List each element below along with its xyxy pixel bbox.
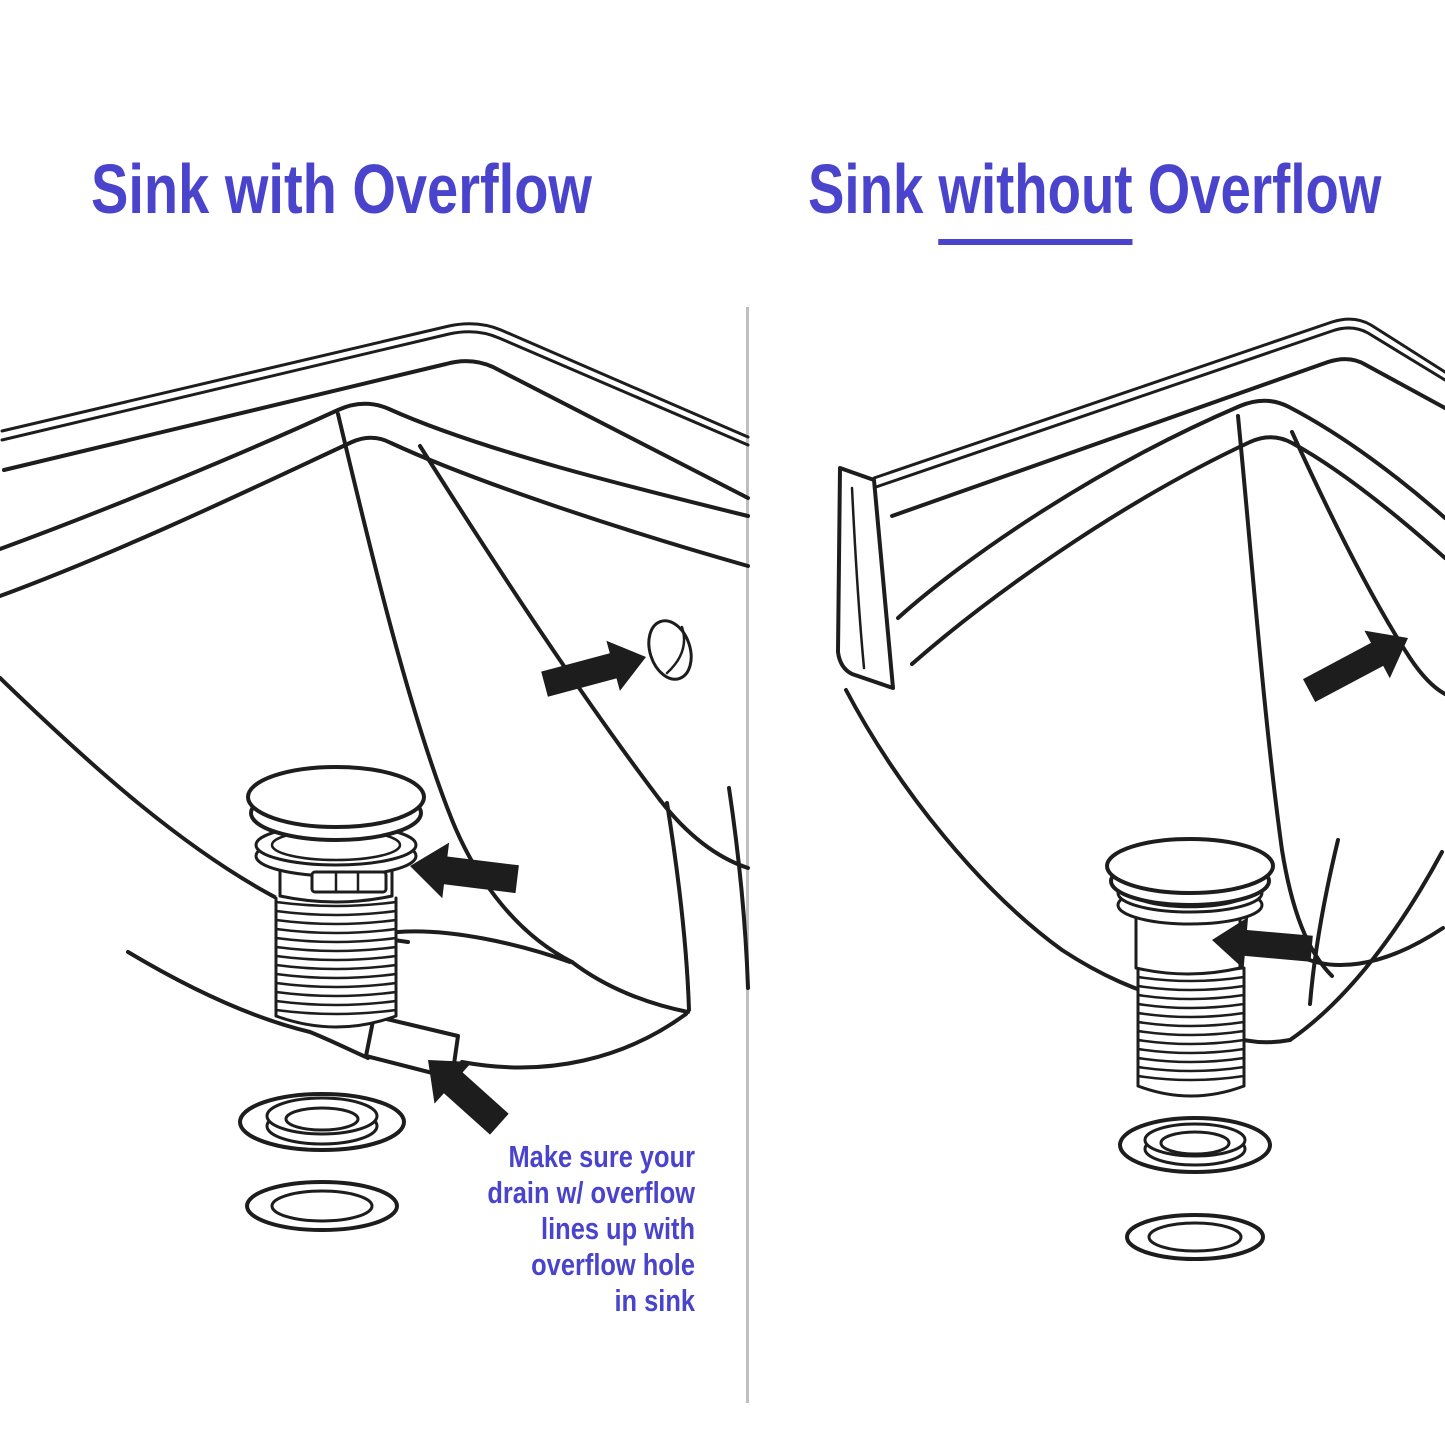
- washer-hole: [1147, 1221, 1243, 1253]
- slab-side-bottom-edge: [890, 357, 1445, 518]
- flat-washer: [1125, 1213, 1265, 1261]
- slab-top-edge-inner: [874, 326, 1445, 489]
- right-panel-title: Sink without Overflow: [808, 150, 1381, 245]
- basin-left-wall: [844, 688, 1177, 1002]
- basin-rim-outer: [0, 401, 750, 551]
- neck-backing: [1136, 908, 1240, 974]
- flat-washer: [245, 1180, 399, 1232]
- sink-without-overflow-drawing: [836, 317, 1445, 1261]
- basin-rim-inner: [910, 435, 1445, 666]
- drain-assembly-no-overflow: [1105, 837, 1275, 1098]
- right-title-prefix: Sink: [808, 150, 939, 228]
- pedestal-edge-right: [727, 786, 750, 990]
- mounting-gasket: [1118, 1116, 1272, 1174]
- slab-top-edge-inner: [0, 330, 750, 447]
- floor-front-left-edge: [126, 950, 370, 1060]
- drain-cap: [246, 765, 426, 829]
- bowl-pocket-line: [1308, 838, 1340, 1006]
- overflow-hole: [647, 619, 693, 681]
- washer-hole: [270, 1189, 374, 1223]
- no-overflow-hole-arrow-icon: [1303, 630, 1408, 702]
- overflow-hole-arrow-icon: [541, 640, 646, 697]
- drain-cap: [1105, 837, 1275, 895]
- basin-crease-right: [418, 444, 750, 870]
- pedestal-edge-left: [665, 801, 691, 1012]
- basin-rim-outer: [896, 398, 1445, 620]
- mounting-gasket: [238, 1092, 406, 1152]
- thread-lines: [274, 900, 398, 1016]
- annotation-note: Make sure your drain w/ overflow lines u…: [487, 1139, 695, 1318]
- slab-end-cap-inner-line: [850, 486, 866, 670]
- gasket-hole: [1159, 1130, 1231, 1156]
- floor-front-right-edge: [460, 1012, 688, 1070]
- basin-rim-inner: [0, 435, 750, 598]
- basin-crease-left: [336, 412, 574, 964]
- slab-top-edge-outer: [872, 317, 1445, 480]
- drain-assembly-with-overflow: [246, 765, 426, 1029]
- floor-junction-line: [396, 929, 572, 964]
- panel-divider: [746, 307, 749, 1403]
- drain-overflow-arrow-icon: [410, 842, 519, 899]
- basin-crease-right: [1290, 430, 1445, 696]
- gasket-hole: [284, 1106, 360, 1132]
- overflow-slot: [310, 870, 388, 894]
- floor-bottom-join: [570, 960, 690, 1014]
- right-title-underlined-word: without: [938, 150, 1133, 245]
- overflow-channel-arrow-icon: [428, 1060, 509, 1135]
- slab-end-cap: [836, 466, 895, 690]
- threads-backing: [1138, 966, 1244, 1096]
- slab-top-edge-outer: [0, 322, 750, 439]
- left-panel-title: Sink with Overflow: [91, 150, 592, 228]
- overflow-hole-depth-line: [665, 625, 686, 675]
- overflow-slot-ticks: [334, 870, 360, 894]
- threads-outline: [1136, 966, 1246, 1098]
- slab-side-bottom-edge: [2, 359, 750, 500]
- threads-outline: [274, 896, 398, 1029]
- sink-with-overflow-drawing: [0, 322, 750, 1232]
- drain-arrow-icon: [1212, 917, 1313, 969]
- right-title-suffix: Overflow: [1132, 150, 1382, 228]
